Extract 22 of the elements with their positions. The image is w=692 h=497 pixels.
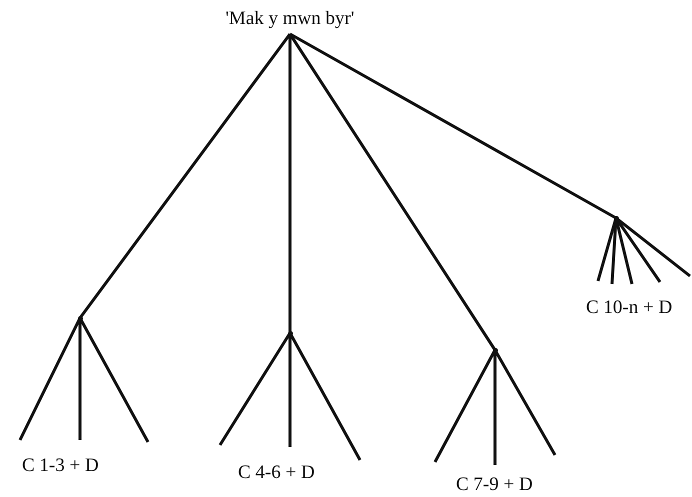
branch-line bbox=[288, 332, 362, 461]
branch-line bbox=[288, 333, 292, 447]
branch-line bbox=[288, 34, 292, 333]
node-label: 'Mak y mwn byr' bbox=[226, 8, 354, 30]
branch-line bbox=[494, 349, 556, 456]
branch-line bbox=[78, 318, 82, 440]
branch-point bbox=[492, 348, 498, 352]
group-label: C 4-6 + D bbox=[238, 462, 315, 484]
branch-line bbox=[218, 332, 292, 446]
group-label: C 1-3 + D bbox=[22, 455, 99, 477]
branch-line bbox=[18, 317, 82, 441]
group-label: C 7-9 + D bbox=[456, 474, 533, 496]
branch-line bbox=[596, 218, 618, 282]
branch-line bbox=[288, 33, 496, 351]
branch-point bbox=[78, 316, 82, 320]
branch-line bbox=[434, 349, 496, 463]
branch-line bbox=[289, 32, 617, 220]
branch-line bbox=[78, 33, 292, 319]
branch-line bbox=[78, 317, 150, 443]
branch-point bbox=[614, 216, 618, 220]
branch-line bbox=[494, 350, 496, 465]
group-label: C 10-n + D bbox=[586, 297, 672, 319]
